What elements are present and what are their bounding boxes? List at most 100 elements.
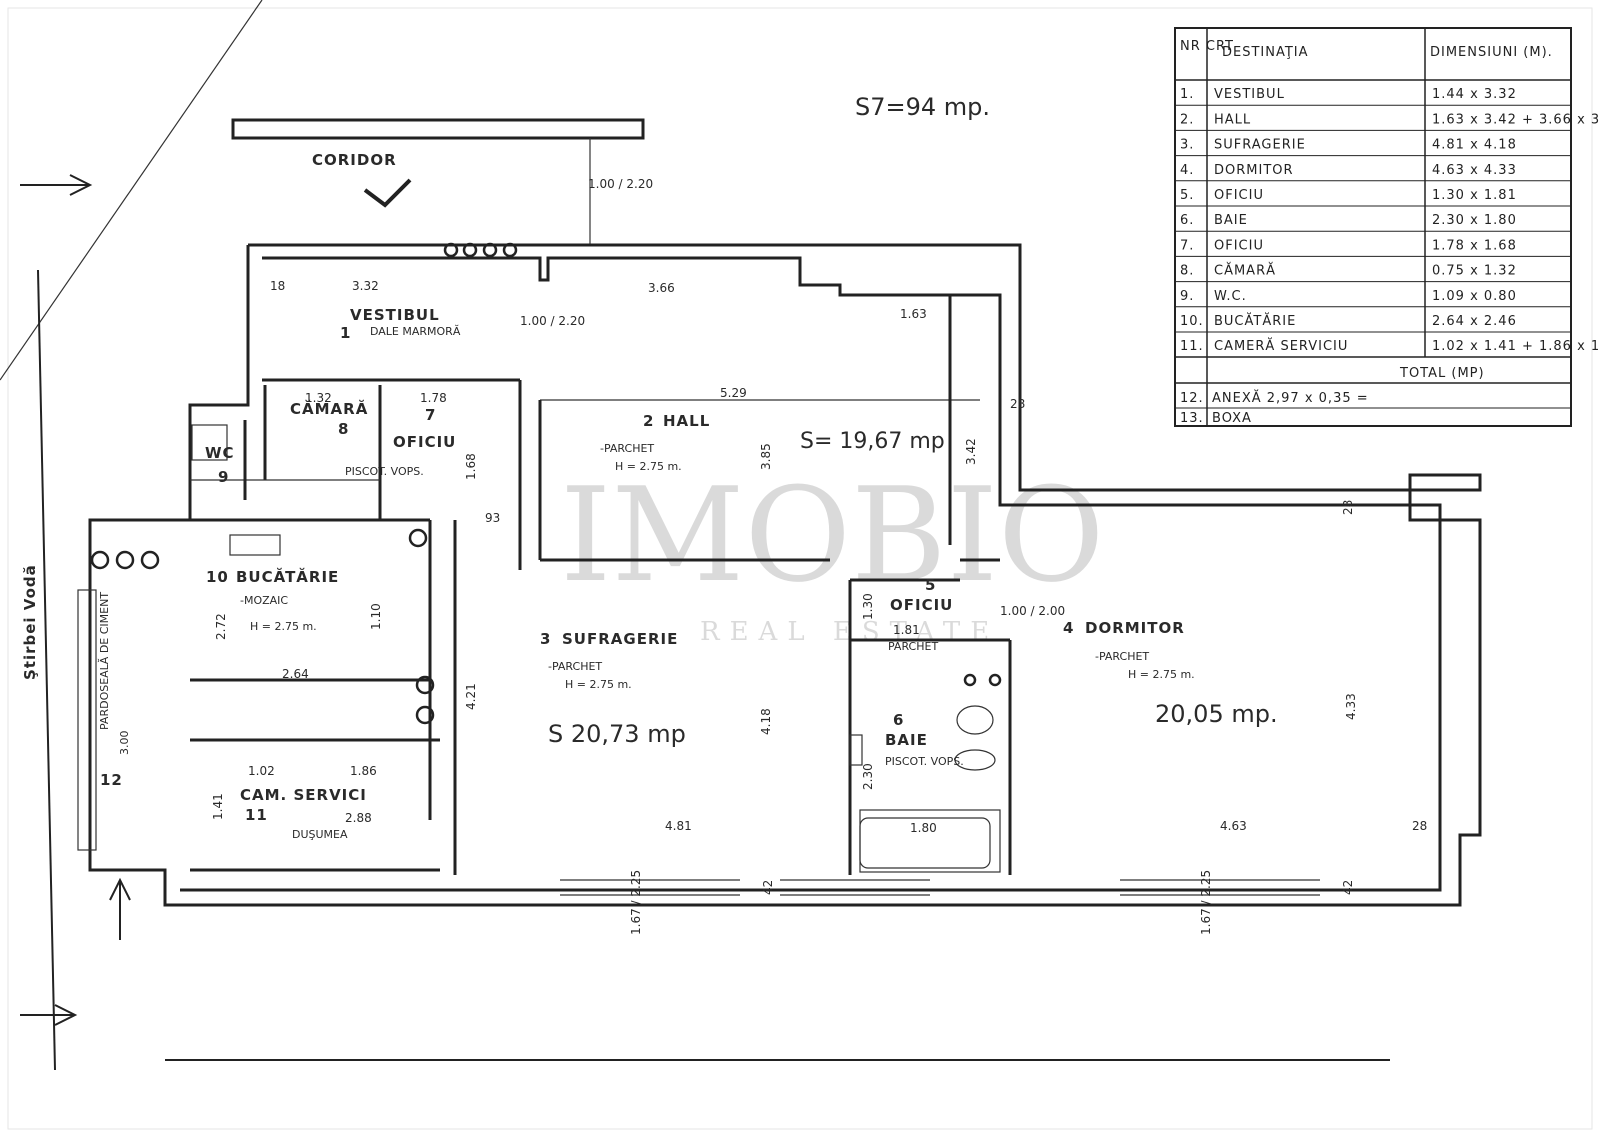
dim-4-21: 4.21 — [464, 683, 478, 710]
dim-28-c: 28 — [1412, 819, 1427, 833]
room-11-name: CAM. SERVICI — [240, 786, 367, 804]
table-row-dim: 4.63 x 4.33 — [1432, 163, 1517, 178]
dim-2-30: 2.30 — [861, 763, 875, 790]
window-dormitor: 1.67 / 2.25 — [1199, 870, 1213, 935]
table-row-dim: 4.81 x 4.18 — [1432, 138, 1517, 153]
dim-3-42: 3.42 — [964, 438, 978, 465]
room-6-finish: PISCOT. VOPS. — [885, 755, 964, 768]
table-row-dest: VESTIBUL — [1214, 87, 1285, 102]
table-row-dest: OFICIU — [1214, 188, 1264, 203]
dim-5-29: 5.29 — [720, 386, 747, 400]
table-row-dim: 1.78 x 1.68 — [1432, 238, 1517, 253]
dim-28-b: 28 — [1341, 500, 1355, 515]
total-area: S7=94 mp. — [855, 93, 990, 121]
table-row-dim: 1.09 x 0.80 — [1432, 289, 1517, 304]
room-8-num: 8 — [338, 420, 349, 438]
area-annotations: S7=94 mp. S= 19,67 mp S 20,73 mp 20,05 m… — [548, 93, 1278, 748]
table-row-nr: 3. — [1180, 138, 1194, 153]
dim-4-63: 4.63 — [1220, 819, 1247, 833]
room-5-num: 5 — [925, 576, 936, 594]
room-11-num: 11 — [245, 806, 268, 824]
room-6-name: BAIE — [885, 731, 928, 749]
room-6-num: 6 — [893, 711, 904, 729]
dim-1-68: 1.68 — [464, 453, 478, 480]
room-7-num: 7 — [425, 406, 436, 424]
table-row-13-nr: 13. — [1180, 411, 1204, 426]
room-4-num: 4 — [1063, 619, 1074, 637]
room-12-num: 12 — [100, 771, 123, 789]
entry-arrow-icon — [363, 178, 412, 208]
table-row-dest: HALL — [1214, 112, 1251, 127]
table-row-dest: CAMERĂ SERVICIU — [1214, 338, 1348, 354]
room-5-name: OFICIU — [890, 596, 953, 614]
dim-1-02: 1.02 — [248, 764, 275, 778]
watermark: IMOBIO REAL ESTATE — [560, 459, 1105, 647]
dim-2-64: 2.64 — [282, 667, 309, 681]
sufragerie-area: S 20,73 mp — [548, 720, 686, 748]
street-label: Ştirbei Vodă — [21, 564, 39, 680]
watermark-brand: IMOBIO — [560, 459, 1105, 611]
hall-area: S= 19,67 mp — [800, 429, 945, 454]
room-4-height: H = 2.75 m. — [1128, 668, 1195, 681]
section-markers — [20, 174, 1390, 1071]
window-sufragerie: 1.67 / 2.25 — [629, 870, 643, 935]
table-row-12-nr: 12. — [1180, 391, 1204, 406]
table-row-13-dest: BOXA — [1212, 411, 1252, 426]
watermark-tagline: REAL ESTATE — [700, 617, 999, 647]
door-corridor: 1.00 / 2.20 — [588, 177, 653, 191]
room-1-finish: DALE MARMORĂ — [370, 325, 461, 338]
table-row-dest: SUFRAGERIE — [1214, 138, 1306, 153]
dim-2-72: 2.72 — [214, 613, 228, 640]
table-header-nr: NR CRT — [1180, 39, 1234, 54]
table-row-nr: 6. — [1180, 213, 1194, 228]
dim-4-18: 4.18 — [759, 708, 773, 735]
room-11-finish: DUŞUMEA — [292, 828, 348, 841]
dim-1-78: 1.78 — [420, 391, 447, 405]
ventilation-ducts — [90, 242, 1002, 725]
dim-1-81: 1.81 — [893, 623, 920, 637]
table-row-dim: 0.75 x 1.32 — [1432, 264, 1517, 279]
table-header-dest: DESTINAŢIA — [1222, 45, 1309, 60]
door-hall: 1.00 / 2.20 — [520, 314, 585, 328]
dim-3-32: 3.32 — [352, 279, 379, 293]
room-2-height: H = 2.75 m. — [615, 460, 682, 473]
table-row-12-dest: ANEXĂ 2,97 x 0,35 = — [1212, 390, 1369, 406]
room-10-name: BUCĂTĂRIE — [236, 567, 339, 586]
room-8-name: CĂMARĂ — [290, 399, 368, 418]
dormitor-area: 20,05 mp. — [1155, 700, 1278, 728]
room-7-name: OFICIU — [393, 433, 456, 451]
room-10-finish: -MOZAIC — [240, 594, 288, 607]
room-labels: CORIDOR VESTIBUL 1 DALE MARMORĂ 2 HALL -… — [21, 151, 1195, 841]
table-row-dim: 2.64 x 2.46 — [1432, 314, 1517, 329]
dim-93: 93 — [485, 511, 500, 525]
dim-4-33: 4.33 — [1344, 693, 1358, 720]
room-4-name: DORMITOR — [1085, 619, 1185, 637]
dim-1-32: 1.32 — [305, 391, 332, 405]
corridor-label: CORIDOR — [312, 151, 397, 169]
room-3-name: SUFRAGERIE — [562, 630, 678, 648]
room-4-finish: -PARCHET — [1095, 650, 1149, 663]
dim-1-41: 1.41 — [211, 793, 225, 820]
room-schedule-table: NR CRT DESTINAŢIA DIMENSIUNI (M). 1.VEST… — [1174, 27, 1600, 427]
room-3-finish: -PARCHET — [548, 660, 602, 673]
table-row-dest: OFICIU — [1214, 238, 1264, 253]
room-1-name: VESTIBUL — [350, 306, 440, 324]
dim-1-86: 1.86 — [350, 764, 377, 778]
dim-3-85: 3.85 — [759, 443, 773, 470]
room-5-finish: PARCHET — [888, 640, 938, 653]
table-row-dim: 1.02 x 1.41 + 1.86 x 1.67 — [1432, 339, 1600, 354]
room-3-height: H = 2.75 m. — [565, 678, 632, 691]
table-row-nr: 7. — [1180, 238, 1194, 253]
table-row-dest: BAIE — [1214, 213, 1248, 228]
room-9-num: 9 — [218, 468, 229, 486]
door-dormitor: 1.00 / 2.00 — [1000, 604, 1065, 618]
table-row-nr: 9. — [1180, 289, 1194, 304]
walls — [0, 0, 1482, 907]
table-total-label: TOTAL (MP) — [1399, 366, 1485, 381]
table-row-nr: 11. — [1180, 339, 1204, 354]
table-header-dim: DIMENSIUNI (M). — [1430, 45, 1553, 60]
table-row-nr: 4. — [1180, 163, 1194, 178]
room-2-finish: -PARCHET — [600, 442, 654, 455]
table-row-dest: CĂMARĂ — [1214, 263, 1276, 279]
